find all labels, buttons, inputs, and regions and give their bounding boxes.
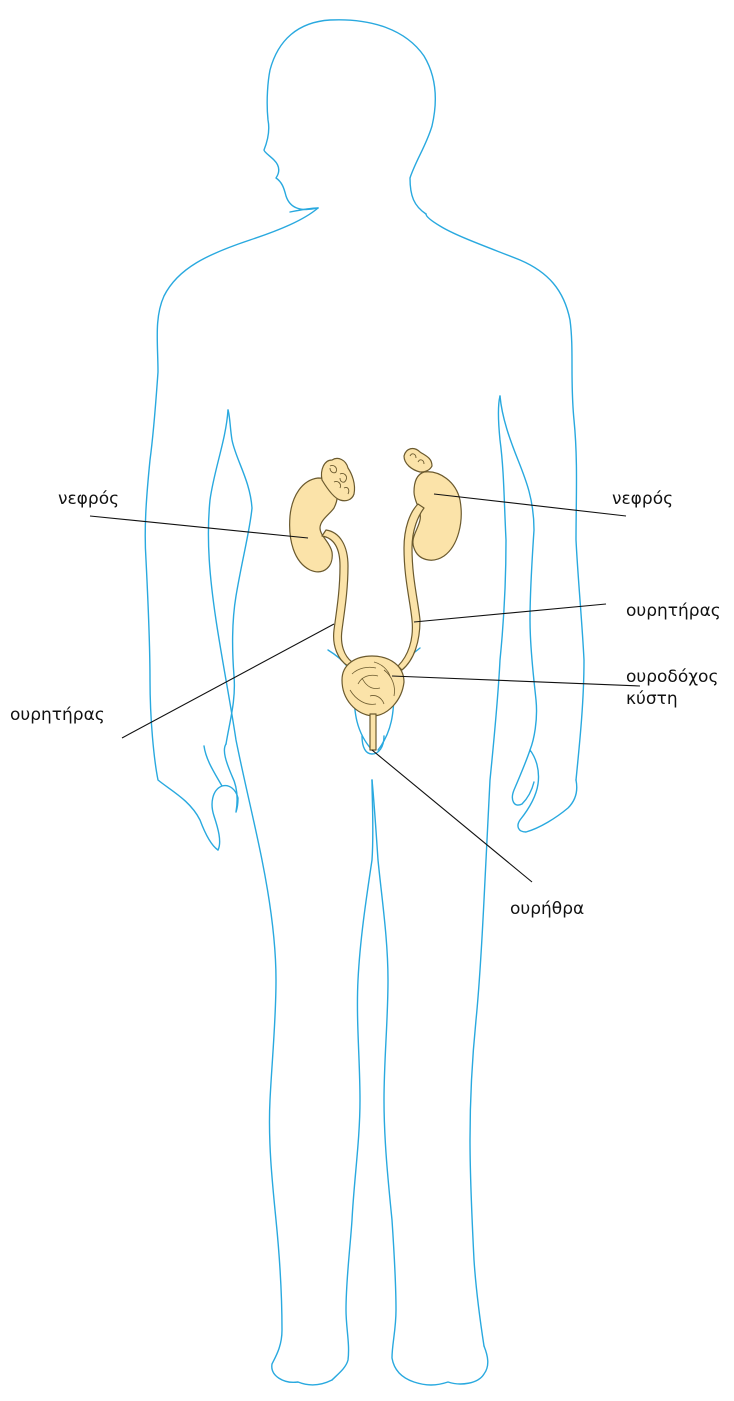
label-kidney-right: νεφρός: [612, 488, 673, 510]
left-hand: [204, 744, 238, 850]
leader-ureter-left: [122, 624, 334, 738]
kidney-right: [413, 472, 461, 560]
label-kidney-left: νεφρός: [58, 488, 119, 510]
right-leg-inner: [372, 780, 488, 1385]
right-leg-outer: [470, 396, 506, 1346]
bladder: [342, 656, 404, 716]
leader-urethra: [372, 750, 532, 882]
left-arm-inner: [226, 410, 252, 744]
left-leg-inner: [332, 780, 373, 1380]
label-bladder-line1: ουροδόχος: [626, 666, 718, 688]
label-urethra: ουρήθρα: [510, 898, 584, 920]
right-hand: [512, 750, 576, 832]
leader-bladder: [392, 676, 640, 686]
leader-ureter-right: [414, 604, 606, 622]
label-ureter-left: ουρητήρας: [10, 704, 105, 726]
urethra-tube: [370, 714, 376, 750]
leader-kidney-left: [90, 516, 308, 538]
head-outline: [264, 20, 435, 214]
label-ureter-right: ουρητήρας: [626, 600, 721, 622]
adrenal-right: [404, 449, 432, 472]
label-bladder-line2: κύστη: [626, 688, 718, 710]
label-bladder: ουροδόχος κύστη: [626, 666, 718, 710]
